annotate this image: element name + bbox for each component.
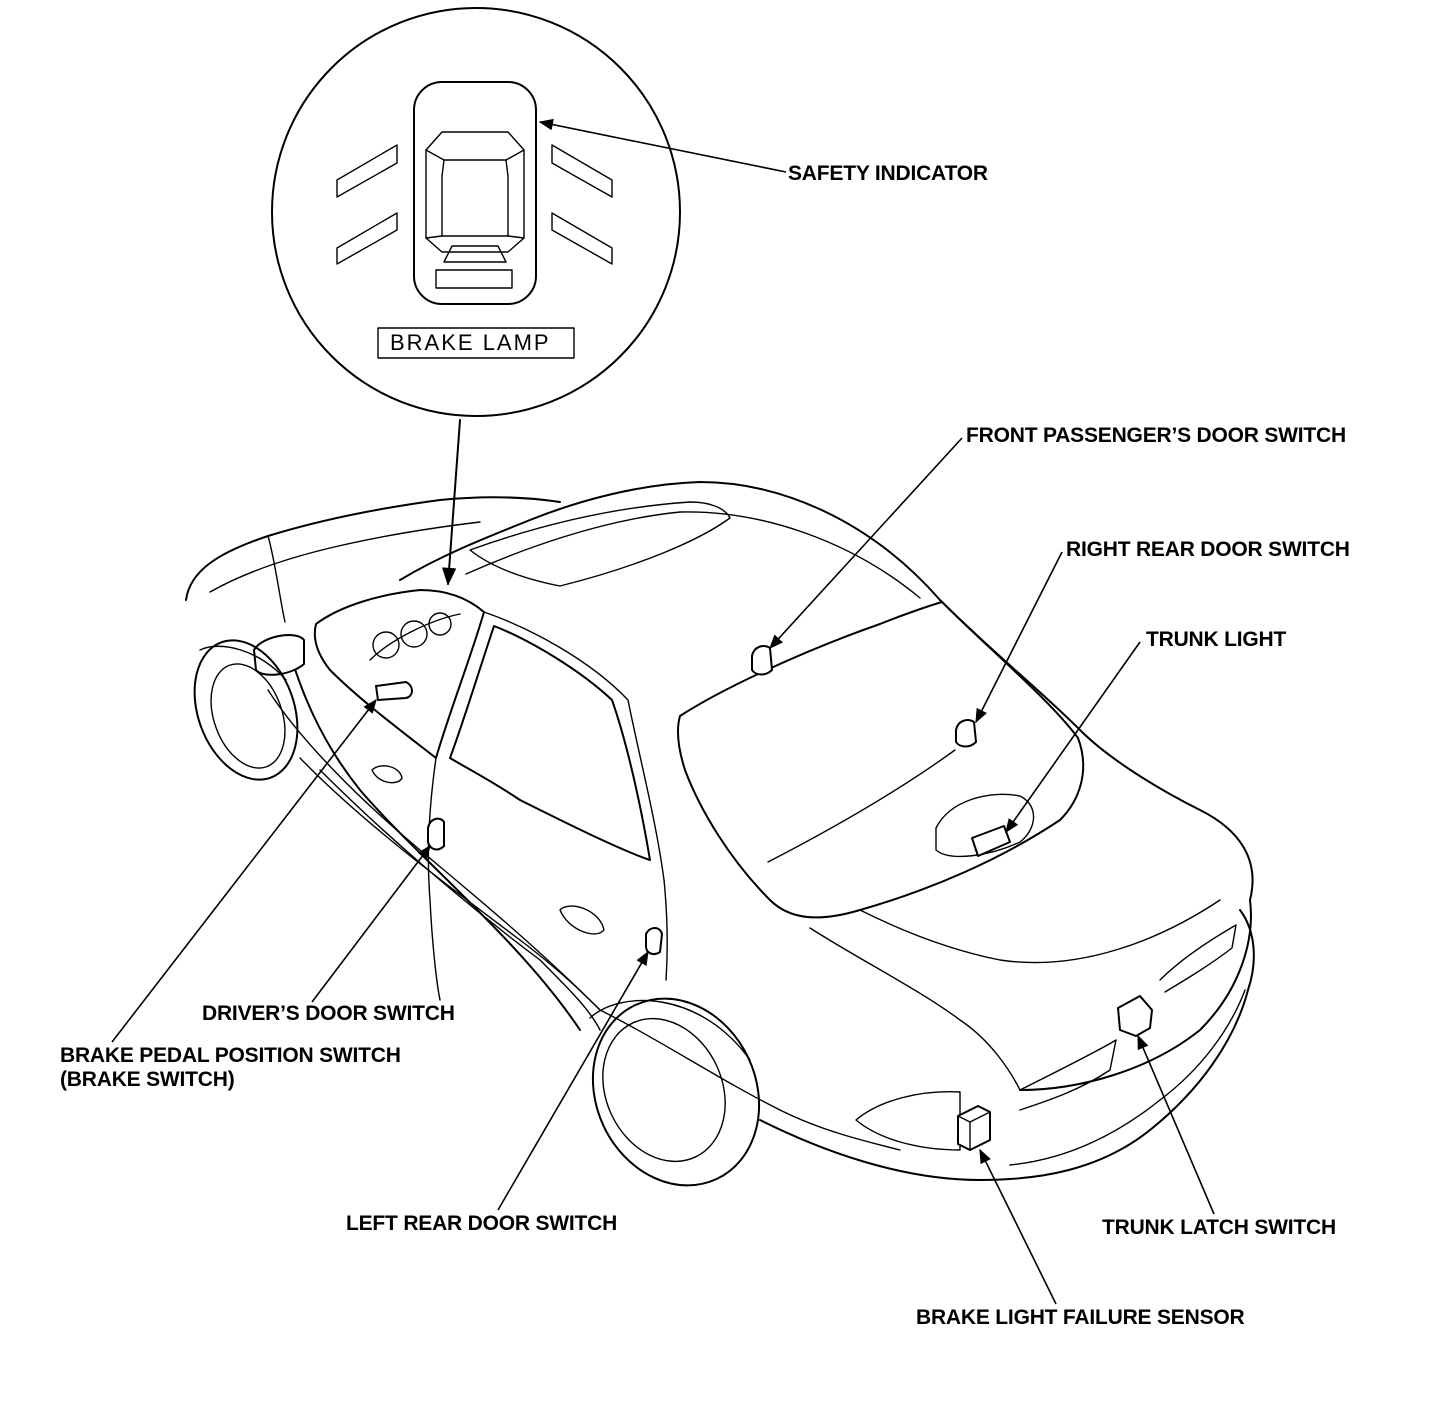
front-passenger-door-switch-label: FRONT PASSENGER’S DOOR SWITCH: [966, 424, 1346, 447]
rear-left-door-indicator: [336, 212, 398, 265]
drivers-door-switch-label: DRIVER’S DOOR SWITCH: [202, 1002, 455, 1025]
right-rear-door-switch-label: RIGHT REAR DOOR SWITCH: [1066, 538, 1350, 561]
components: [375, 645, 1153, 1151]
drivers-door-switch-leader: [311, 844, 431, 1003]
brake-switch-label: (BRAKE SWITCH): [60, 1068, 235, 1091]
brake-light-failure-sensor-leader: [979, 1148, 1057, 1305]
leader-lines: [111, 118, 1215, 1305]
inset-circle: [271, 7, 681, 417]
trunk-light: [971, 825, 1011, 857]
trunk-latch-switch-label: TRUNK LATCH SWITCH: [1102, 1216, 1336, 1239]
brake-lamp-label: BRAKE LAMP: [390, 330, 551, 355]
right-rear-door-switch-leader: [975, 551, 1063, 724]
brake-pedal-switch-leader: [111, 698, 377, 1043]
car-topview-icon: [425, 131, 525, 289]
trunk-latch-switch-leader: [1137, 1034, 1215, 1215]
left-rear-door-switch: [645, 927, 663, 955]
front-passenger-door-switch: [751, 645, 773, 676]
safety-indicator-panel: [413, 81, 537, 305]
safety-indicator-leader: [538, 118, 787, 173]
drivers-door-switch: [427, 817, 445, 851]
trunk-latch-switch: [1117, 995, 1153, 1037]
brake-light-failure-sensor-label: BRAKE LIGHT FAILURE SENSOR: [916, 1306, 1245, 1329]
brake-lamp-box: [377, 327, 575, 359]
front-right-door-indicator: [551, 144, 613, 198]
safety-indicator-label: SAFETY INDICATOR: [788, 162, 988, 185]
left-rear-door-switch-leader: [497, 950, 649, 1211]
front-left-door-indicator: [336, 144, 398, 198]
front-passenger-door-switch-leader: [769, 437, 963, 650]
trunk-light-label: TRUNK LIGHT: [1146, 628, 1287, 651]
trunk-light-leader: [1005, 641, 1141, 834]
rear-right-door-indicator: [551, 212, 613, 265]
inset-pointer-arrow: [442, 419, 461, 586]
car-body: [185, 481, 1255, 1187]
brake-light-failure-sensor: [957, 1105, 991, 1151]
inset-detail: [271, 7, 681, 417]
brake-pedal-switch: [375, 681, 413, 701]
brake-pedal-position-switch-label: BRAKE PEDAL POSITION SWITCH: [60, 1044, 401, 1067]
right-rear-door-switch: [955, 719, 977, 748]
left-rear-door-switch-label: LEFT REAR DOOR SWITCH: [346, 1212, 618, 1235]
